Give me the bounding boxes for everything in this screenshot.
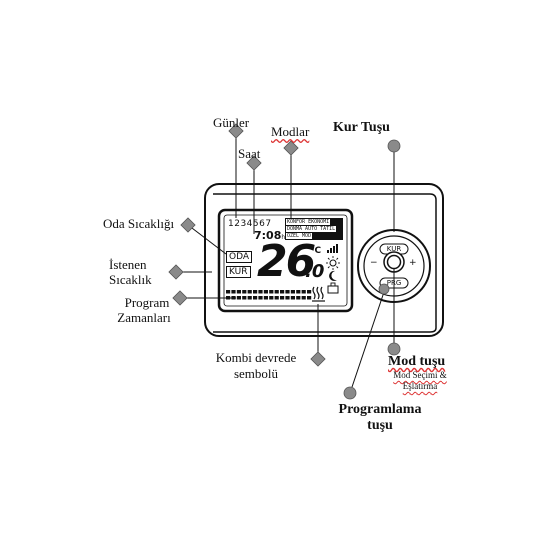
label-modlar: Modlar <box>271 124 310 139</box>
minus-button[interactable]: − <box>370 258 378 268</box>
program-block <box>253 290 258 294</box>
marker-kombi <box>310 351 326 367</box>
prg-button-label: PRG <box>386 279 402 287</box>
program-block <box>236 296 241 300</box>
program-block <box>231 290 236 294</box>
badge-oda: ODA <box>226 251 253 263</box>
marker-kur <box>387 139 401 153</box>
mode-box-3: ÖZEL MOD <box>286 233 313 239</box>
label-mod-sub-1: Mod Seçimi & <box>393 370 447 380</box>
program-block <box>269 296 274 300</box>
control-dial <box>357 229 431 303</box>
mode-box-2: DONMA AUTO TATİL <box>286 226 337 232</box>
marker-istenen <box>168 264 184 280</box>
label-program-2: Zamanları <box>117 310 171 325</box>
plus-button[interactable]: + <box>409 258 417 268</box>
marker-gunler <box>228 123 244 139</box>
heating-wave-icon <box>312 286 325 302</box>
marker-oda-sicakligi <box>180 217 196 233</box>
label-kombi-2: sembolü <box>233 366 279 381</box>
program-block <box>263 296 268 300</box>
program-block <box>296 296 301 300</box>
thermostat-device <box>204 183 444 337</box>
label-saat: Saat <box>238 146 261 161</box>
label-kur-tusu: Kur Tuşu <box>333 120 390 135</box>
kur-button-label: KUR <box>386 245 402 253</box>
program-block <box>236 290 241 294</box>
program-block <box>285 296 290 300</box>
label-oda-sicakligi: Oda Sıcaklığı <box>103 216 175 231</box>
lcd-unit: °C <box>310 246 322 256</box>
program-block <box>280 296 285 300</box>
program-block <box>269 290 274 294</box>
marker-modlar <box>283 140 299 156</box>
program-block <box>290 290 295 294</box>
label-mod-tusu: Mod tuşu <box>388 354 446 369</box>
badge-kur: KUR <box>226 266 251 278</box>
marker-program <box>172 290 188 306</box>
program-block <box>274 290 279 294</box>
program-block <box>274 296 279 300</box>
lcd-inner-border <box>223 214 348 307</box>
program-block <box>226 290 231 294</box>
program-block <box>307 296 312 300</box>
program-block <box>253 296 258 300</box>
label-mod-sub-2: Eşlatırma <box>402 381 438 391</box>
label-istenen-1: İstenen <box>109 257 147 272</box>
marker-programlama <box>343 386 357 400</box>
label-program-1: Program <box>124 295 170 310</box>
suitcase-icon <box>327 282 339 294</box>
marker-mod <box>387 342 401 356</box>
moon-icon <box>329 270 337 281</box>
program-block <box>290 296 295 300</box>
program-block <box>307 290 312 294</box>
marker-prg-inner <box>378 283 390 295</box>
program-block <box>296 290 301 294</box>
lcd-time: 7:08h <box>254 229 285 242</box>
signal-bars-icon <box>327 244 338 253</box>
program-block <box>247 290 252 294</box>
lcd-temperature: 26 <box>257 236 316 287</box>
label-kombi-1: Kombi devrede <box>215 350 297 365</box>
device-inner-bezel <box>213 193 437 333</box>
lcd-days: 1234567 <box>228 219 272 229</box>
mode-box-1: KONFOR EKONOMİ <box>286 219 331 225</box>
label-programlama-2: tuşu <box>367 418 393 433</box>
marker-saat <box>246 155 262 171</box>
lcd-time-suffix: h <box>281 234 286 241</box>
program-block <box>242 290 247 294</box>
label-programlama-1: Programlama <box>338 402 422 417</box>
lcd-temperature-decimal: .0 <box>305 261 325 282</box>
program-block <box>301 296 306 300</box>
leader-markers <box>168 123 401 400</box>
program-block <box>247 296 252 300</box>
program-block <box>242 296 247 300</box>
program-block <box>285 290 290 294</box>
program-block <box>263 290 268 294</box>
label-istenen-2: Sıcaklık <box>109 272 152 287</box>
program-block <box>301 290 306 294</box>
program-block <box>280 290 285 294</box>
program-block <box>258 290 263 294</box>
program-block <box>258 296 263 300</box>
label-gunler: Günler <box>213 115 250 130</box>
sun-icon <box>326 256 340 270</box>
lcd-time-value: 7:08 <box>254 229 282 242</box>
